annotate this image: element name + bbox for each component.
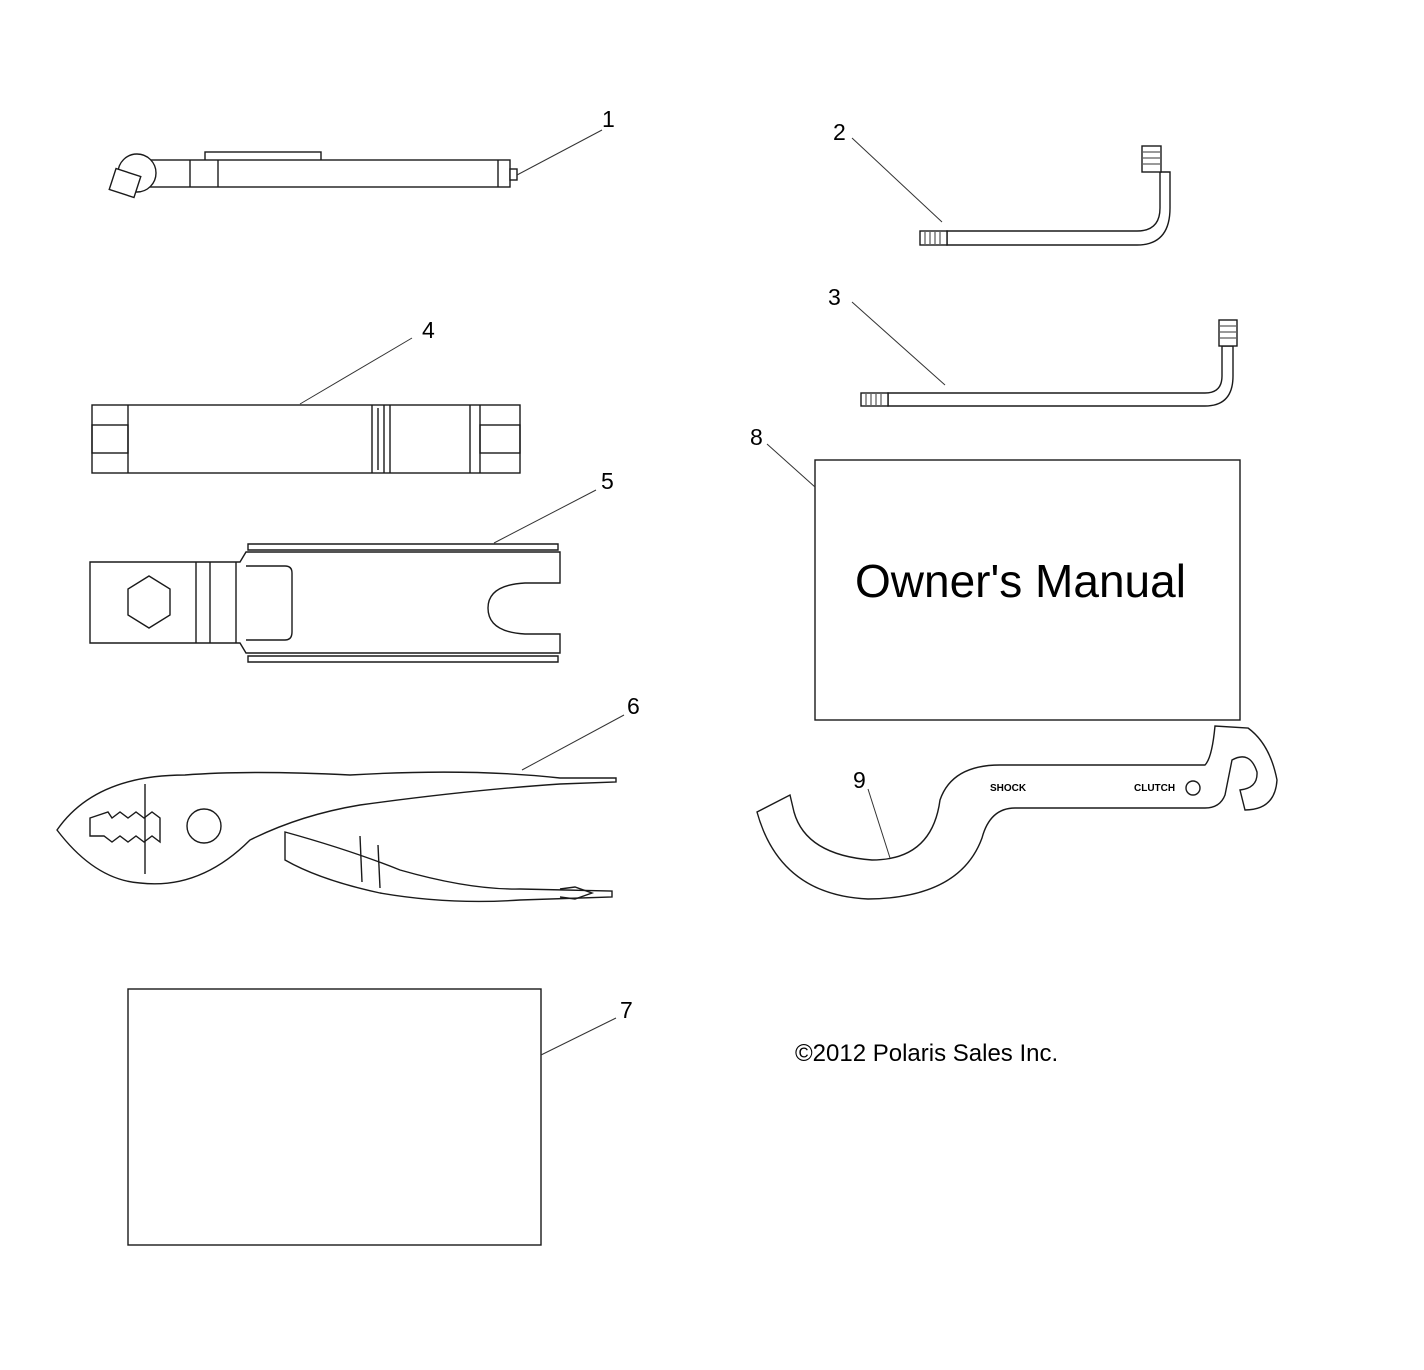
part-6-pliers xyxy=(56,771,617,903)
clutch-stamp: CLUTCH xyxy=(1134,783,1175,794)
leader-line-5 xyxy=(493,489,597,544)
leader-line-2 xyxy=(851,137,943,223)
callout-5: 5 xyxy=(601,468,614,494)
leader-line-3 xyxy=(851,301,946,386)
leader-line-8 xyxy=(766,443,816,488)
part-3-hex-key xyxy=(860,319,1238,407)
leader-line-6 xyxy=(521,714,625,771)
callout-2: 2 xyxy=(833,119,846,145)
callout-6: 6 xyxy=(627,693,640,719)
callout-4: 4 xyxy=(422,317,435,343)
callout-1: 1 xyxy=(602,106,615,132)
part-4-spark-plug-socket xyxy=(91,404,521,474)
callout-7: 7 xyxy=(620,997,633,1023)
leader-line-1 xyxy=(516,129,603,176)
owners-manual-title: Owner's Manual xyxy=(855,555,1186,607)
callout-3: 3 xyxy=(828,284,841,310)
part-5-hex-wrench xyxy=(89,543,561,663)
part-7-blank-document xyxy=(127,988,542,1246)
part-2-hex-key xyxy=(919,145,1171,246)
shock-stamp: SHOCK xyxy=(990,783,1027,794)
part-1-pressure-gauge xyxy=(108,151,518,199)
callout-9: 9 xyxy=(853,767,866,793)
leader-line-9 xyxy=(867,788,891,859)
leader-line-7 xyxy=(540,1017,617,1056)
part-8-owners-manual xyxy=(814,459,1241,721)
part-9-spanner-wrench: SHOCK CLUTCH xyxy=(756,725,1278,900)
copyright-notice: ©2012 Polaris Sales Inc. xyxy=(795,1040,1058,1067)
leader-line-4 xyxy=(299,337,413,405)
callout-8: 8 xyxy=(750,424,763,450)
